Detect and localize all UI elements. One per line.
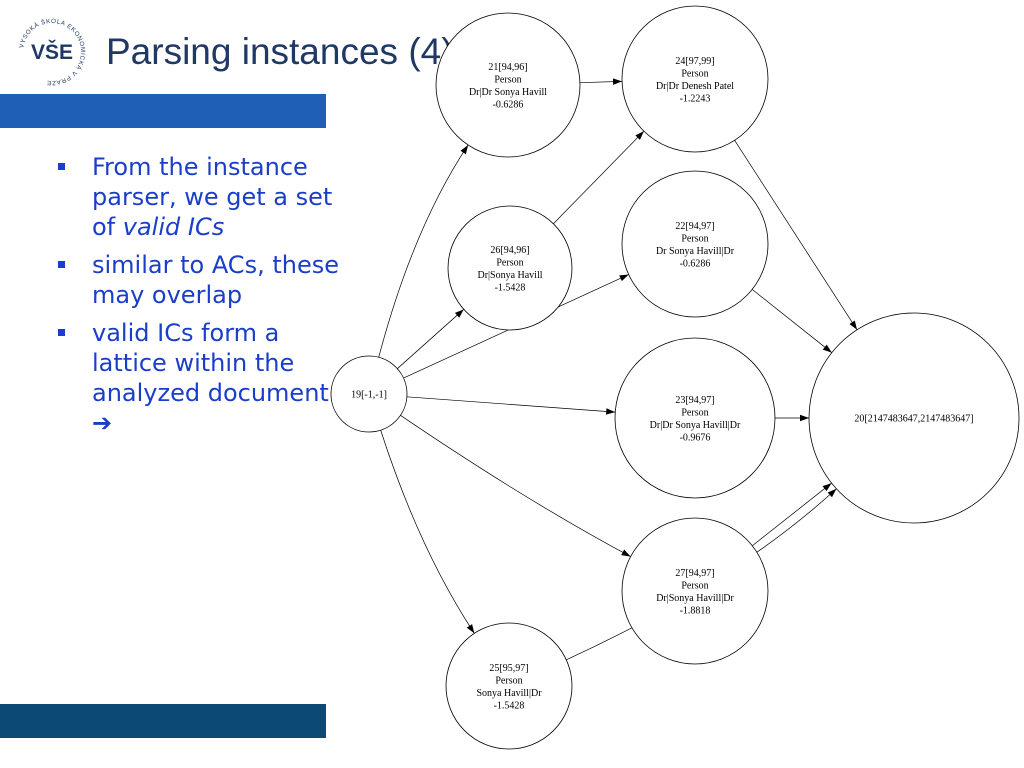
edge-n19-n26 — [397, 309, 465, 369]
node-label-line: Dr|Sonya Havill — [477, 270, 542, 281]
node-label-line: -1.2243 — [680, 93, 711, 104]
bullet-text: valid ICs form a lattice within the anal… — [92, 319, 329, 407]
edge-n19-n23 — [406, 396, 616, 413]
edge-n22-n20 — [751, 289, 833, 353]
node-label-line: 27[94,97] — [675, 568, 714, 579]
node-n20: 20[2147483647,2147483647] — [808, 312, 1020, 524]
edge-n26-n24 — [553, 130, 645, 224]
node-label-line: 23[94,97] — [675, 395, 714, 406]
bullet-item: From the instance parser, we get a set o… — [52, 152, 342, 242]
arrowhead-n27-n20 — [822, 483, 832, 492]
bullet-emphasis: valid ICs — [122, 213, 225, 241]
node-label-line: -1.8818 — [680, 605, 711, 616]
edge-n19-n25 — [380, 430, 475, 634]
node-label-line: Person — [681, 68, 708, 79]
node-label-line: Dr Sonya Havill|Dr — [656, 246, 735, 257]
node-label-line: -1.5428 — [495, 282, 526, 293]
node-label-line: -0.6286 — [680, 258, 711, 269]
arrowhead-n26-n24 — [635, 131, 644, 140]
arrowhead-n19-n23 — [606, 408, 616, 415]
bullet-text: From the instance parser, we get a set o… — [92, 153, 333, 241]
node-label-line: 26[94,96] — [490, 245, 529, 256]
node-label-line: 25[95,97] — [489, 663, 528, 674]
arrowhead-n19-n22 — [619, 274, 629, 282]
node-label-line: -1.5428 — [494, 700, 525, 711]
node-circle — [621, 170, 769, 318]
node-label-line: 21[94,96] — [488, 62, 527, 73]
arrowhead-n22-n20 — [822, 344, 832, 353]
node-circle — [808, 312, 1020, 524]
node-label-line: Sonya Havill|Dr — [476, 688, 542, 699]
node-label-line: Dr|Sonya Havill|Dr — [656, 593, 734, 604]
arrowhead-n24-n20 — [849, 320, 858, 330]
node-n19: 19[-1,-1] — [330, 355, 408, 433]
slide-title: Parsing instances (4) — [106, 31, 454, 72]
top-accent-band — [0, 94, 326, 128]
node-circle — [621, 517, 769, 665]
bullet-item: similar to ACs, these may overlap — [52, 250, 342, 310]
node-circle — [447, 205, 573, 331]
bullet-item: valid ICs form a lattice within the anal… — [52, 318, 342, 438]
arrowhead-n19-n21 — [460, 144, 469, 155]
arrowhead-n19-n27 — [621, 549, 631, 557]
node-circle — [621, 5, 769, 153]
node-label-line: Person — [494, 74, 521, 85]
node-label-line: Person — [681, 580, 708, 591]
arrow-right-icon: ➔ — [92, 409, 113, 437]
node-label-line: Person — [681, 233, 708, 244]
node-circle — [445, 622, 573, 750]
node-circle — [435, 12, 581, 158]
arrowhead-n23-n20 — [800, 414, 809, 422]
edge-n27-n20 — [752, 482, 832, 547]
node-label-line: 24[97,99] — [675, 56, 714, 67]
node-label-line: 22[94,97] — [675, 221, 714, 232]
bottom-accent-band — [0, 704, 326, 738]
node-label-line: Person — [495, 675, 522, 686]
node-n22: 22[94,97]Person Dr Sonya Havill|Dr-0.6286 — [621, 170, 769, 318]
edge-n19-n27 — [400, 415, 631, 557]
node-label-line: 19[-1,-1] — [351, 390, 387, 401]
edge-n24-n20 — [734, 140, 858, 330]
arrowhead-n21-n24 — [612, 78, 623, 85]
bullet-text: similar to ACs, these may overlap — [92, 251, 339, 309]
node-circle — [330, 355, 408, 433]
arrowhead-n19-n25 — [466, 624, 475, 634]
node-label-line: Dr|Dr Sonya Havill — [469, 87, 547, 98]
node-label-line: Person — [496, 257, 523, 268]
node-label-line: -0.9676 — [680, 432, 711, 443]
arrowhead-n25-n20 — [827, 488, 837, 498]
bullet-list: From the instance parser, we get a set o… — [52, 152, 342, 446]
square-bullet-icon — [58, 261, 65, 268]
node-label-line: Dr|Dr Sonya Havill|Dr — [650, 420, 741, 431]
arrowhead-n19-n26 — [454, 309, 464, 318]
node-label-line: 20[2147483647,2147483647] — [854, 414, 973, 425]
square-bullet-icon — [58, 163, 65, 170]
edge-layer — [378, 78, 858, 661]
node-circle — [614, 337, 776, 499]
edge-n19-n21 — [378, 144, 469, 358]
university-seal-icon: VYSOKÁ ŠKOLA EKONOMICKÁ V PRAZE VŠE — [18, 18, 85, 86]
square-bullet-icon — [58, 329, 65, 336]
node-label-line: -0.6286 — [493, 99, 524, 110]
node-label-line: Dr|Dr Denesh Patel — [656, 81, 734, 92]
logo-mark: VŠE — [31, 40, 73, 64]
node-label-line: Person — [681, 407, 708, 418]
